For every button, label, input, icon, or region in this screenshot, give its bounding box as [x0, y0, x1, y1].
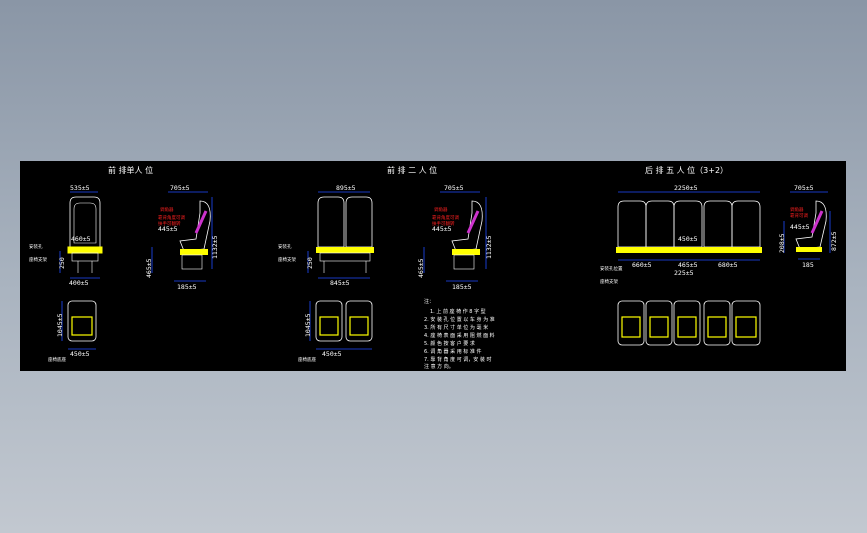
note-line: 3. 所 有 尺 寸 单 位 为 毫 米: [424, 324, 488, 331]
note-line: 1. 上 前 座 椅 作 8 字 型: [430, 308, 486, 315]
double-seat-front-view: 895±5 845±5 250 安装孔 座椅支架: [278, 184, 374, 287]
dim-single-width-top: 535±5: [70, 184, 90, 192]
note-line: 注 意 方 向。: [424, 363, 454, 370]
notes-label: 注：: [424, 298, 434, 305]
svg-text:靠背可调: 靠背可调: [790, 212, 808, 219]
dim-rear-depth-top: 705±5: [794, 184, 814, 192]
svg-text:扶手可翻转: 扶手可翻转: [432, 220, 455, 227]
dim-rear-width-top: 2250±5: [674, 184, 698, 192]
svg-text:安装孔: 安装孔: [278, 243, 292, 250]
dim-double-seat-height: 465±5: [417, 258, 425, 278]
dim-rear-seat-c: 680±5: [718, 261, 738, 269]
dim-rear-seat-depth: 445±5: [790, 223, 810, 231]
dim-rear-seat-b: 465±5: [678, 261, 698, 269]
double-seat-plan-view: 1045±5 450±5 座椅底座: [298, 300, 373, 363]
dim-single-seat-height: 465±5: [145, 258, 153, 278]
cad-drawing-sheet: 前 排单人 位 前 排 二 人 位 后 排 五 人 位（3+2） 535±5 4…: [20, 161, 846, 371]
dim-double-plan-width: 450±5: [322, 350, 342, 358]
dim-double-width-top: 895±5: [336, 184, 356, 192]
dim-single-depth-top: 705±5: [170, 184, 190, 192]
dim-single-plan-width: 450±5: [70, 350, 90, 358]
svg-text:扶手可翻转: 扶手可翻转: [158, 220, 181, 227]
dim-rear-height-right: 872±5: [830, 231, 838, 251]
svg-text:调角器: 调角器: [160, 206, 174, 213]
dim-rear-base: 225±5: [674, 269, 694, 277]
svg-text:座椅支架: 座椅支架: [600, 278, 618, 285]
svg-text:调角器: 调角器: [434, 206, 448, 213]
single-seat-plan-view: 1045±5 450±5 座椅底座: [48, 300, 97, 363]
dim-single-seat-depth: 445±5: [158, 225, 178, 233]
title-rear-five: 后 排 五 人 位（3+2）: [645, 165, 728, 175]
dim-double-leg: 185±5: [452, 283, 472, 291]
svg-text:调角器: 调角器: [790, 206, 804, 213]
rear-seat-front-view: 2250±5 450±5 660±5 465±5 680±5 225±5 安装孔…: [600, 184, 762, 285]
dim-rear-inner: 450±5: [678, 235, 698, 243]
svg-text:安装孔位置: 安装孔位置: [600, 265, 623, 272]
dim-double-depth-top: 705±5: [444, 184, 464, 192]
single-seat-side-view: 705±5 调角器 靠背角度可调 扶手可翻转 445±5 1132±5 465±…: [145, 184, 219, 291]
technical-notes: 注： 1. 上 前 座 椅 作 8 字 型 2. 安 装 孔 位 置 以 车 身…: [424, 298, 495, 370]
rear-seat-plan-view: [617, 300, 761, 346]
note-line: 7. 靠 背 角 度 可 调，安 装 时: [424, 356, 492, 363]
svg-text:靠背角度可调: 靠背角度可调: [158, 214, 185, 221]
svg-text:座椅底座: 座椅底座: [48, 356, 66, 363]
rear-seat-side-view: 705±5 调角器 靠背可调 445±5 208±5 872±5 185: [778, 184, 838, 269]
dim-rear-height-left: 208±5: [778, 233, 786, 253]
svg-text:安装孔: 安装孔: [29, 243, 43, 250]
dim-single-small-left: 250: [58, 257, 66, 269]
note-line: 2. 安 装 孔 位 置 以 车 身 为 准: [424, 316, 495, 323]
dim-double-seat-depth: 445±5: [432, 225, 452, 233]
dim-single-base-width: 400±5: [69, 279, 89, 287]
dim-single-height: 1132±5: [211, 235, 219, 259]
note-line: 4. 座 椅 表 面 采 用 阻 燃 面 料: [424, 332, 495, 339]
dim-double-height: 1132±5: [485, 235, 493, 259]
dim-double-small-left: 250: [306, 257, 314, 269]
svg-text:靠背角度可调: 靠背角度可调: [432, 214, 459, 221]
cad-drawing: 前 排单人 位 前 排 二 人 位 后 排 五 人 位（3+2） 535±5 4…: [29, 165, 838, 370]
title-front-single: 前 排单人 位: [108, 165, 153, 175]
dim-single-leg: 185±5: [177, 283, 197, 291]
dim-single-plan-left: 1045±5: [56, 313, 64, 337]
dim-rear-leg: 185: [802, 261, 814, 269]
note-line: 6. 调 角 器 采 用 标 准 件: [424, 348, 482, 355]
dim-double-base-width: 845±5: [330, 279, 350, 287]
svg-text:座椅底座: 座椅底座: [298, 356, 316, 363]
dim-single-inner: 460±5: [71, 235, 91, 243]
dim-double-plan-left: 1045±5: [304, 313, 312, 337]
svg-text:座椅支架: 座椅支架: [278, 256, 296, 263]
note-line: 5. 颜 色 按 客 户 要 求: [424, 340, 475, 347]
svg-text:座椅支架: 座椅支架: [29, 256, 47, 263]
title-front-double: 前 排 二 人 位: [387, 165, 437, 175]
single-seat-front-view: 535±5 460±5 400±5 250 安装孔 座椅支架: [29, 184, 103, 287]
double-seat-side-view: 705±5 调角器 靠背角度可调 扶手可翻转 445±5 1132±5 465±…: [417, 184, 493, 291]
dim-rear-seat-a: 660±5: [632, 261, 652, 269]
